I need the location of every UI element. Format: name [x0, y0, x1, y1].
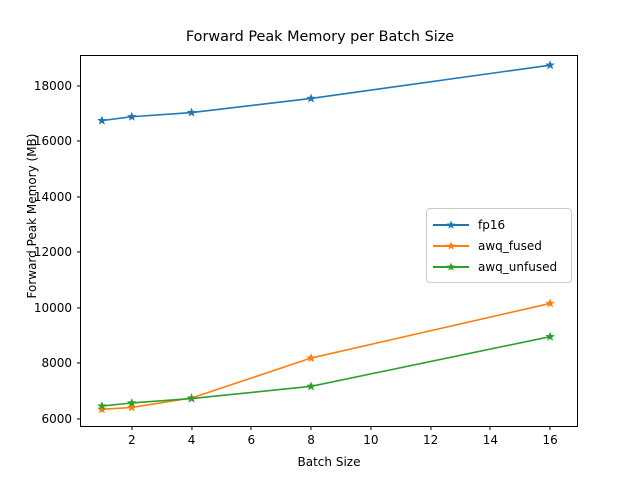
legend-label: awq_unfused — [478, 259, 558, 274]
series-line — [101, 302, 551, 411]
y-tick-label: 8000 — [41, 356, 72, 371]
y-tick-label: 6000 — [41, 411, 72, 426]
legend-item-awq_fused[interactable]: awq_fused — [433, 235, 565, 256]
x-tick-label: 8 — [307, 433, 315, 447]
y-tick-mark — [76, 140, 80, 142]
data-point-marker — [97, 401, 107, 411]
x-tick-label: 16 — [542, 433, 558, 447]
data-point-marker — [186, 107, 197, 117]
x-tick-mark — [489, 426, 491, 430]
y-tick-mark — [76, 85, 80, 87]
y-tick-mark — [76, 362, 80, 364]
series-fp16 — [97, 60, 555, 125]
y-tick-mark — [76, 251, 80, 253]
data-point-marker — [545, 298, 555, 308]
x-tick-label: 4 — [187, 433, 196, 447]
y-tick-label: 10000 — [33, 300, 72, 315]
x-tick-label: 12 — [422, 433, 439, 447]
x-axis-label: Batch Size — [297, 455, 361, 469]
x-tick-label: 14 — [482, 433, 498, 447]
x-tick-mark — [430, 426, 432, 430]
y-tick-mark — [76, 307, 80, 309]
x-tick-mark — [370, 426, 372, 430]
legend-swatch — [433, 261, 469, 273]
legend-star-icon — [446, 219, 456, 229]
data-point-marker — [127, 397, 137, 408]
x-tick-label: 6 — [247, 433, 256, 447]
y-tick-mark — [76, 417, 80, 420]
y-tick-label: 18000 — [33, 78, 72, 93]
data-point-marker — [97, 115, 107, 125]
series-canvas — [97, 60, 555, 414]
data-point-marker — [127, 402, 137, 412]
legend-item-awq_unfused[interactable]: awq_unfused — [433, 256, 565, 277]
data-point-marker — [545, 60, 555, 70]
series-line — [101, 64, 551, 122]
data-point-marker — [306, 353, 316, 363]
x-tick-mark — [250, 426, 252, 430]
x-tick-mark — [549, 426, 551, 430]
data-point-marker — [186, 393, 197, 403]
data-point-marker — [545, 331, 555, 341]
legend-label: fp16 — [478, 217, 506, 232]
y-tick-label: 12000 — [33, 245, 72, 260]
legend-star-icon — [446, 261, 456, 271]
x-tick-mark — [310, 426, 312, 430]
series-line — [101, 335, 551, 407]
legend[interactable]: fp16 awq_fused awq_unfused — [426, 208, 572, 283]
chart-title: Forward Peak Memory per Batch Size — [185, 29, 455, 45]
x-tick-label: 2 — [127, 433, 136, 447]
legend-swatch — [433, 240, 469, 252]
data-point-marker — [97, 404, 107, 414]
x-tick-mark — [131, 426, 133, 430]
series-awq_unfused — [97, 331, 555, 411]
y-tick-label: 16000 — [33, 134, 72, 149]
series-awq_fused — [97, 298, 555, 414]
data-point-marker — [127, 111, 137, 121]
data-point-marker — [306, 381, 316, 391]
y-tick-label: 14000 — [33, 189, 72, 204]
legend-item-fp16[interactable]: fp16 — [433, 214, 565, 235]
legend-star-icon — [446, 240, 456, 250]
data-point-marker — [306, 93, 316, 103]
y-tick-mark — [76, 196, 80, 198]
legend-swatch — [433, 219, 469, 231]
x-tick-label: 10 — [363, 433, 379, 447]
legend-label: awq_fused — [478, 238, 542, 253]
x-tick-mark — [191, 426, 193, 430]
